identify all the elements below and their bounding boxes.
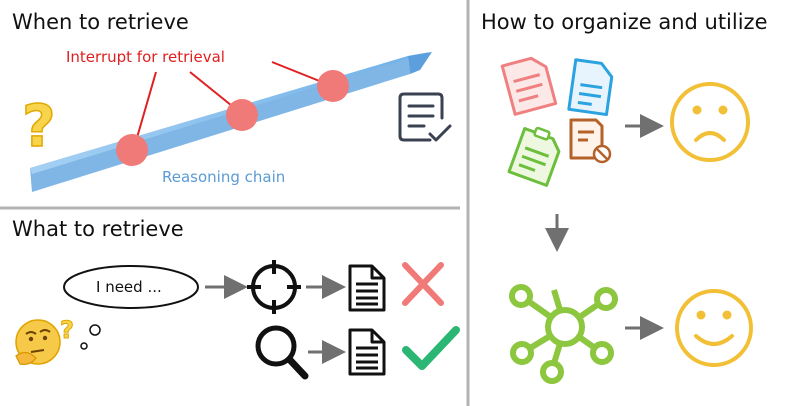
happy-face-icon	[675, 289, 753, 367]
document-icon-bottom	[348, 328, 386, 376]
sad-face-icon	[670, 82, 750, 162]
interrupt-point-3	[317, 70, 349, 102]
reasoning-chain-label: Reasoning chain	[162, 168, 285, 186]
cross-mark-icon	[402, 262, 444, 306]
thought-dot-large	[89, 324, 101, 336]
thinking-face-icon: ?	[15, 316, 74, 365]
how-panel-title: How to organize and utilize	[481, 10, 768, 34]
magnifier-icon	[255, 325, 309, 380]
interrupt-point-2	[226, 99, 258, 131]
what-panel-title: What to retrieve	[12, 217, 184, 241]
when-panel-title: When to retrieve	[12, 10, 189, 34]
document-icon-top	[348, 264, 386, 312]
knowledge-graph-icon	[509, 284, 618, 384]
interrupt-label: Interrupt for retrieval	[66, 48, 225, 66]
question-mark-icon: ?	[21, 91, 56, 161]
thought-bubble: I need ...	[63, 265, 199, 309]
interrupt-point-1	[116, 134, 148, 166]
thought-bubble-text: I need ...	[96, 278, 162, 296]
crosshair-icon	[247, 260, 301, 314]
svg-text:?: ?	[22, 92, 56, 160]
svg-text:?: ?	[60, 316, 74, 344]
check-mark-icon	[402, 326, 460, 370]
documents-icon	[500, 56, 614, 187]
checklist-icon	[398, 92, 452, 142]
thought-dot-small	[80, 342, 88, 350]
